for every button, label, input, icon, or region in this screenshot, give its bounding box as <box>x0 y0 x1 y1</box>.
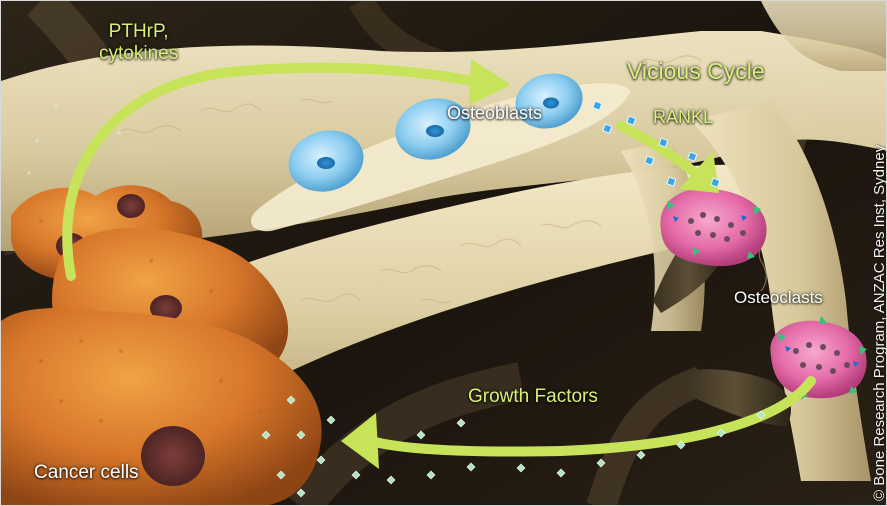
cancer-cells-label: Cancer cells <box>34 462 139 484</box>
growth-factors-label: Growth Factors <box>468 386 598 408</box>
pthrp-cytokines-label: PTHrP, cytokines <box>99 21 178 65</box>
copyright-credit: © Bone Research Program, ANZAC Res Inst,… <box>871 145 887 501</box>
vicious-cycle-title: Vicious Cycle <box>627 58 765 84</box>
osteoblasts-label: Osteoblasts <box>447 103 542 124</box>
rankl-label: RANKL <box>653 107 713 128</box>
pthrp-label-line-2: cytokines <box>99 43 178 65</box>
osteoclasts-label: Osteoclasts <box>734 288 823 308</box>
pthrp-label-line-1: PTHrP, <box>99 21 178 43</box>
